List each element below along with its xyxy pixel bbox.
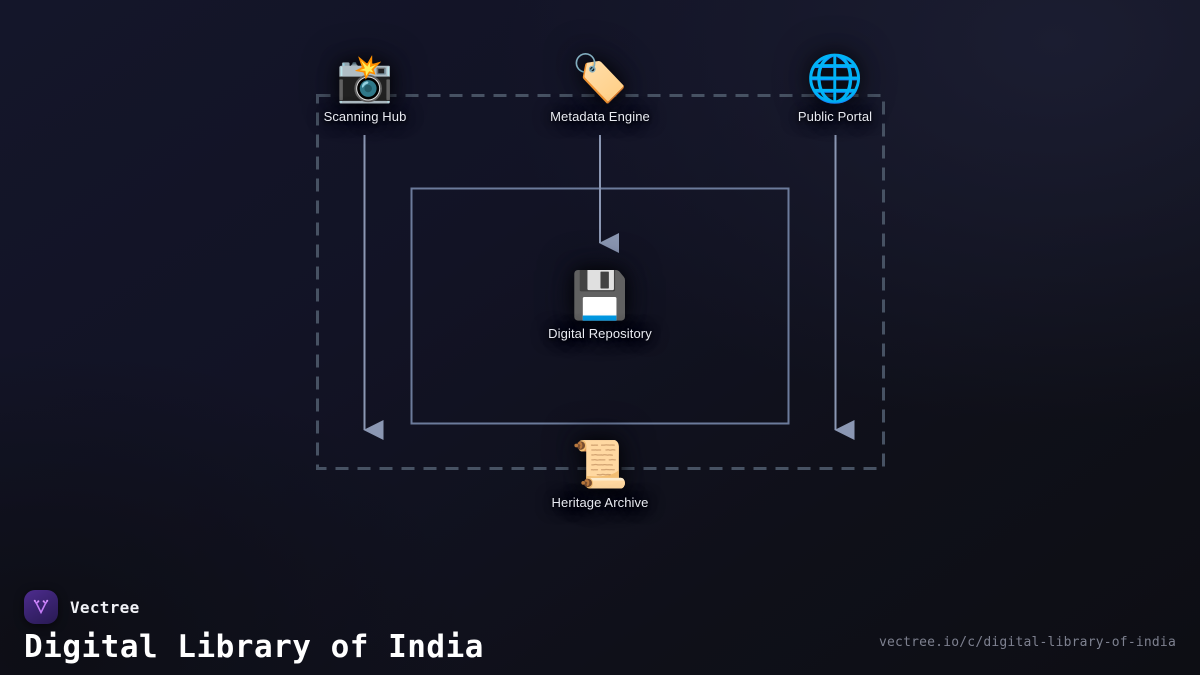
footer-url: vectree.io/c/digital-library-of-india: [879, 635, 1176, 650]
camera-with-flash-icon: 📸: [336, 51, 394, 105]
diagram-canvas: 📸 Scanning Hub 🏷️ Metadata Engine 🌐 Publ…: [265, 52, 935, 510]
footer: Vectree Digital Library of India vectree…: [0, 545, 1200, 675]
scroll-icon: 📜: [571, 437, 629, 491]
node-label-public-portal: Public Portal: [797, 109, 873, 124]
globe-with-meridians-icon: 🌐: [806, 51, 864, 105]
label-tag-icon: 🏷️: [571, 51, 629, 105]
brand[interactable]: Vectree: [24, 590, 140, 624]
node-heritage-archive[interactable]: 📜 Heritage Archive: [500, 438, 700, 510]
outer-dashed-boundary: [316, 94, 885, 470]
vectree-logo-icon: [24, 590, 58, 624]
brand-name: Vectree: [70, 597, 140, 617]
node-scanning-hub[interactable]: 📸 Scanning Hub: [265, 52, 465, 124]
node-public-portal[interactable]: 🌐 Public Portal: [735, 52, 935, 124]
page-title: Digital Library of India: [24, 629, 484, 665]
node-label-metadata-engine: Metadata Engine: [550, 109, 650, 124]
floppy-disk-icon: 💾: [571, 268, 629, 322]
node-metadata-engine[interactable]: 🏷️ Metadata Engine: [500, 52, 700, 124]
diagram-connectors: [316, 94, 885, 470]
node-label-scanning-hub: Scanning Hub: [323, 109, 407, 124]
node-label-heritage-archive: Heritage Archive: [551, 495, 649, 510]
node-label-digital-repository: Digital Repository: [548, 326, 652, 341]
node-digital-repository[interactable]: 💾 Digital Repository: [500, 269, 700, 341]
